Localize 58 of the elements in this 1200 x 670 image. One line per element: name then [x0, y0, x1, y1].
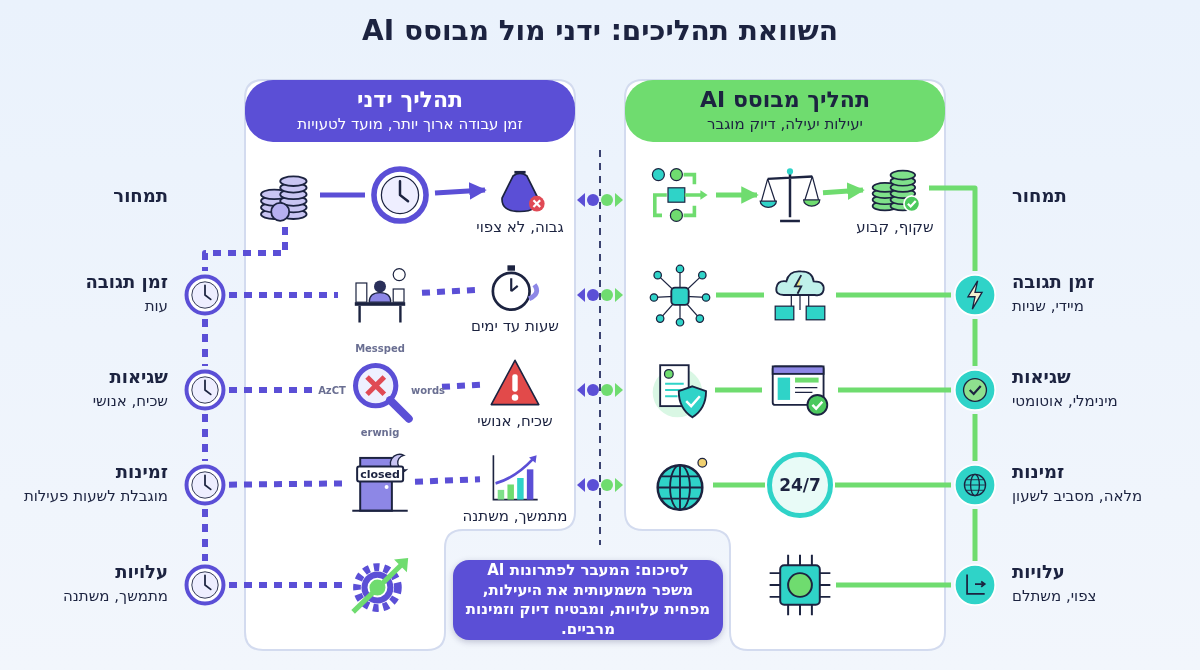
row-note: צפוי, משתלם: [1012, 587, 1097, 605]
connector-line: [202, 414, 208, 461]
row-note: מתמשך, משתנה: [462, 507, 568, 525]
connector-line: [972, 414, 978, 461]
connector-line: [835, 482, 951, 488]
row-note: מיידי, שניות: [1012, 297, 1084, 315]
row-note: גבוה, לא צפוי: [476, 218, 564, 236]
dial-text: 24/7: [779, 475, 821, 495]
connector-line: [713, 482, 765, 488]
panel-title: תהליך מבוסס AI: [699, 86, 871, 114]
row-label: זמינות: [1012, 461, 1065, 482]
arrow: [716, 186, 759, 204]
row-label: זמן תגובה: [1012, 271, 1095, 292]
row-label: זמן תגובה: [85, 271, 168, 292]
connector-line: [414, 476, 481, 485]
row-note: מתמשך, משתנה: [63, 587, 168, 605]
panel-title: תהליך ידני: [355, 86, 465, 114]
arrow: [822, 182, 865, 200]
misspelled-word: Messped: [355, 342, 405, 354]
connector-line: [972, 319, 978, 366]
row-note: שעות עד ימים: [471, 317, 559, 335]
row-label: שגיאות: [1012, 366, 1071, 387]
connector-line: [838, 387, 951, 393]
connector-line: [972, 509, 978, 561]
diagram-title: השוואת תהליכים: ידני מול מבוסס AI: [361, 14, 839, 47]
row-note: שקוף, קבוע: [856, 218, 934, 236]
connector-line: [716, 292, 764, 298]
row-label: תמחור: [1012, 184, 1067, 206]
row-note: עות: [144, 297, 168, 315]
misspelled-word: AzCT: [318, 384, 346, 396]
door-sign: closed: [356, 465, 404, 483]
panel-subtitle: זמן עבודה ארוך יותר, מועד לטעויות: [296, 114, 524, 135]
connector-line: [320, 192, 365, 198]
row-label: תמחור: [113, 184, 168, 206]
row-label: זמינות: [115, 461, 168, 482]
misspelled-word: erwnig: [360, 426, 400, 438]
panel-subtitle: יעילות יעילה, דיוק מוגבר: [706, 114, 864, 135]
connector-line: [202, 227, 288, 271]
connector-line: [929, 185, 978, 271]
summary-text: לסיכום: המעבר לפתרונות AI משפר משמעותית את היעילות, מפחית עלויות, ומבטיח דיוק וזמינות מרביים.: [465, 561, 711, 639]
connector-line: [202, 319, 208, 366]
row-label: עלויות: [1012, 561, 1065, 582]
misspelled-word: words: [410, 384, 446, 396]
row-note: שכיח, אנושי: [92, 392, 168, 410]
row-note: מינימלי, אוטומטי: [1012, 392, 1118, 410]
row-note: שכיח, אנושי: [477, 412, 553, 430]
row-note: מוגבלת לשעות פעילות: [23, 487, 168, 505]
row-label: שגיאות: [109, 366, 168, 387]
connector-line: [836, 582, 951, 588]
connector-line: [229, 292, 338, 298]
connector-line: [229, 582, 342, 588]
connector-line: [202, 509, 208, 561]
connector-line: [715, 387, 762, 393]
connector-line: [441, 381, 481, 390]
connector-line: [836, 292, 951, 298]
row-note: מלאה, מסביב לשעון: [1012, 487, 1143, 505]
row-label: עלויות: [115, 561, 168, 582]
arrow: [434, 182, 487, 200]
